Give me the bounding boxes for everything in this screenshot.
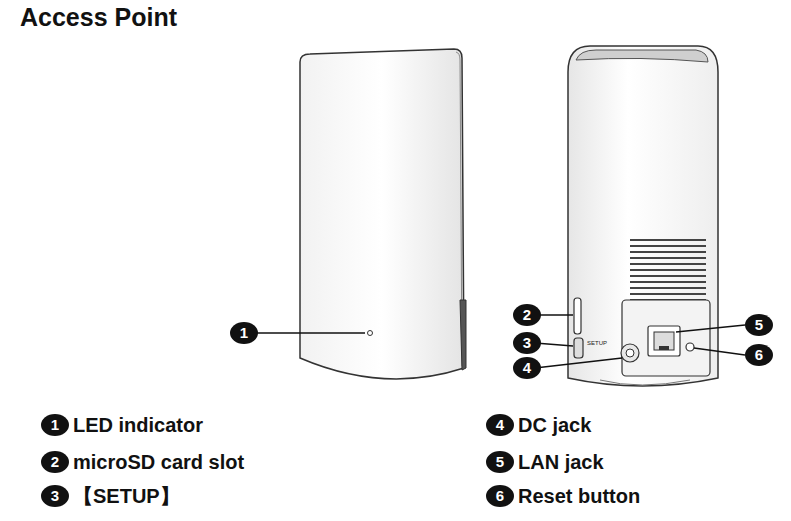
part-name: LED indicator <box>73 412 203 438</box>
part-name: microSD card slot <box>73 449 244 475</box>
key-entry: 2microSD card slot <box>41 451 63 473</box>
vent-slat <box>630 281 706 283</box>
key-entry: 3【SETUP】 <box>41 485 63 507</box>
vent-slat <box>630 257 706 259</box>
front-view <box>300 49 466 379</box>
key-entry: 6Reset button <box>486 485 508 507</box>
callout-number: 1 <box>230 322 258 344</box>
vent-slat <box>630 287 706 289</box>
callout-number: 2 <box>41 451 69 473</box>
vent-slat <box>630 245 706 247</box>
leader-lines <box>252 315 745 368</box>
vent-slat <box>630 269 706 271</box>
vent-slat <box>630 239 706 241</box>
callout-number: 3 <box>513 332 535 354</box>
callout-number: 1 <box>41 414 69 436</box>
callout-number: 6 <box>486 485 514 507</box>
callout-number: 5 <box>745 314 767 336</box>
callout-number: 4 <box>486 414 514 436</box>
vent-slat <box>630 293 706 295</box>
callout-number: 4 <box>513 357 541 379</box>
part-name: Reset button <box>518 483 640 509</box>
vent-slat <box>630 251 706 253</box>
callout-number: 2 <box>513 304 535 326</box>
printed-marking: SETUP <box>587 340 607 346</box>
vent-slat <box>630 275 706 277</box>
callout-number: 5 <box>486 451 514 473</box>
part-name: 【SETUP】 <box>73 483 180 509</box>
part-name: LAN jack <box>518 449 604 475</box>
callout-number: 6 <box>745 344 767 366</box>
vent-slat <box>630 263 706 265</box>
title: Access Point <box>20 3 177 32</box>
back-view <box>568 46 718 386</box>
callout-number: 2 <box>513 304 541 326</box>
key-entry: 5LAN jack <box>486 451 508 473</box>
callout-number: 3 <box>513 332 541 354</box>
callout-number: 3 <box>41 485 69 507</box>
key-entry: 1LED indicator <box>41 414 63 436</box>
callout-number: 4 <box>513 357 535 379</box>
callout-number: 5 <box>745 314 773 336</box>
part-name: DC jack <box>518 412 591 438</box>
key-entry: 4DC jack <box>486 414 508 436</box>
callout-number: 1 <box>230 322 252 344</box>
callout-number: 6 <box>745 344 773 366</box>
